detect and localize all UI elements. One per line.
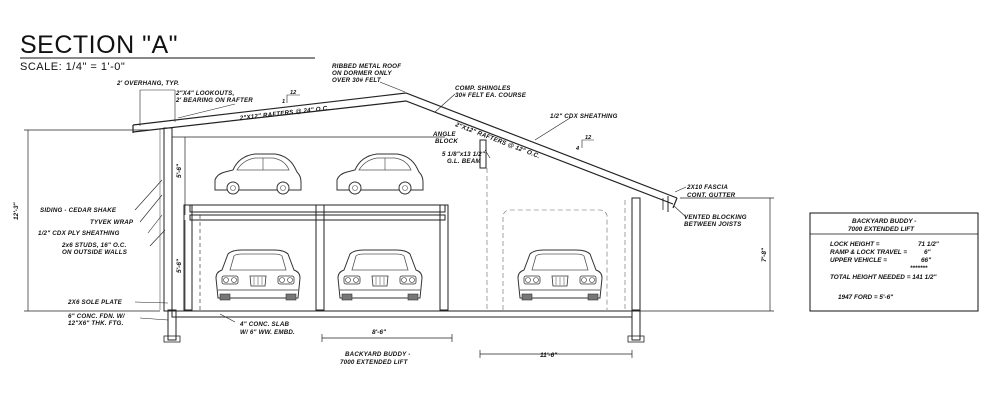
lock-value: 71 1/2"	[918, 241, 940, 248]
angle-label-2: BLOCK	[435, 138, 458, 145]
height-total: 12'-3"	[13, 201, 20, 220]
studs-label-2: ON OUTSIDE WALLS	[62, 249, 128, 256]
scale-note: SCALE: 1/4" = 1'-0"	[20, 61, 125, 73]
lift-label-1: BACKYARD BUDDY -	[345, 351, 411, 358]
total-height: TOTAL HEIGHT NEEDED = 141 1/2"	[830, 274, 938, 281]
section-title: SECTION "A"	[20, 31, 178, 59]
ribbed-label-2: ON DORMER ONLY	[332, 70, 392, 77]
pitch-right-run: 12	[585, 135, 592, 141]
height-upper: 5'-6"	[176, 163, 183, 178]
slab	[171, 310, 633, 318]
beam-label-2: G.L. BEAM	[447, 158, 481, 165]
roof	[132, 92, 678, 212]
info-title-1: BACKYARD BUDDY -	[852, 218, 916, 225]
siding-label: SIDING - CEDAR SHAKE	[40, 207, 117, 214]
ramp-value: 6"	[924, 249, 932, 256]
ford-height: 1947 FORD = 5'-6"	[838, 294, 894, 301]
gutter-label: CONT. GUTTER	[687, 192, 736, 199]
cdx-label: 1/2" CDX SHEATHING	[550, 113, 618, 120]
gl-beam	[479, 139, 487, 169]
lock-label: LOCK HEIGHT =	[830, 241, 880, 248]
lift-label-2: 7000 EXTENDED LIFT	[340, 359, 409, 366]
comp-label-1: COMP. SHINGLES	[455, 85, 511, 92]
pitch-marks	[286, 94, 594, 148]
pitch-right-rise: 4	[575, 146, 580, 152]
stars: *******	[910, 265, 928, 272]
lower-car-2	[337, 249, 423, 301]
lookouts-label-1: 2"X4" LOOKOUTS,	[175, 90, 234, 97]
right-wall	[627, 197, 645, 343]
left-wall	[159, 127, 181, 343]
fdn-label-1: 6" CONC. FDN. W/	[68, 313, 126, 320]
right-dim: 11'-6"	[540, 352, 558, 359]
upper-car-right	[336, 153, 424, 195]
tyvek-label: TYVEK WRAP	[90, 219, 134, 226]
angle-label-1: ANGLE	[432, 131, 456, 138]
right-bay-dashes	[486, 168, 626, 310]
sole-label: 2X6 SOLE PLATE	[67, 299, 123, 306]
beam-label-1: 5 1/8"x13 1/2"	[442, 151, 485, 158]
slab-label-1: 4" CONC. SLAB	[239, 321, 290, 328]
studs-label-1: 2x6 STUDS, 16" O.C.	[61, 242, 127, 249]
comp-label-2: 30# FELT EA. COURSE	[455, 92, 527, 99]
pitch-left-rise: 1	[282, 99, 285, 105]
fdn-label-2: 12"X6" THK. FTG.	[68, 320, 124, 327]
lower-car-3	[517, 249, 603, 301]
lift-dim: 8'-6"	[372, 329, 387, 336]
slab-label-2: W/ 6" WW. EMBD.	[240, 329, 295, 336]
ribbed-label-3: OVER 30# FELT	[332, 77, 382, 84]
leader-lines	[134, 81, 687, 323]
upper-car-left	[214, 153, 302, 195]
ribbed-label-1: RIBBED METAL ROOF	[332, 63, 401, 70]
lookouts-label-2: 2' BEARING ON RAFTER	[175, 97, 253, 104]
lower-car-1	[215, 249, 301, 301]
overhang-label: 2' OVERHANG, TYP.	[116, 80, 179, 87]
upper-value: 66"	[921, 257, 932, 264]
height-dimensions	[24, 129, 774, 312]
ply-label: 1/2" CDX PLY SHEATHING	[38, 230, 120, 237]
pitch-left-run: 12	[290, 90, 297, 96]
height-lower: 5'-6"	[176, 258, 183, 273]
height-right: 7'-8"	[761, 247, 768, 262]
fascia-label: 2X10 FASCIA	[686, 184, 728, 191]
vented-label-1: VENTED BLOCKING	[684, 214, 747, 221]
upper-label: UPPER VEHICLE =	[830, 257, 887, 264]
info-box: BACKYARD BUDDY - 7000 EXTENDED LIFT LOCK…	[809, 212, 979, 312]
bottom-dimensions	[321, 334, 633, 358]
lift-structure	[183, 204, 449, 311]
ramp-label: RAMP & LOCK TRAVEL =	[830, 249, 907, 256]
vented-label-2: BETWEEN JOISTS	[684, 221, 742, 228]
info-title-2: 7000 EXTENDED LIFT	[848, 226, 915, 233]
